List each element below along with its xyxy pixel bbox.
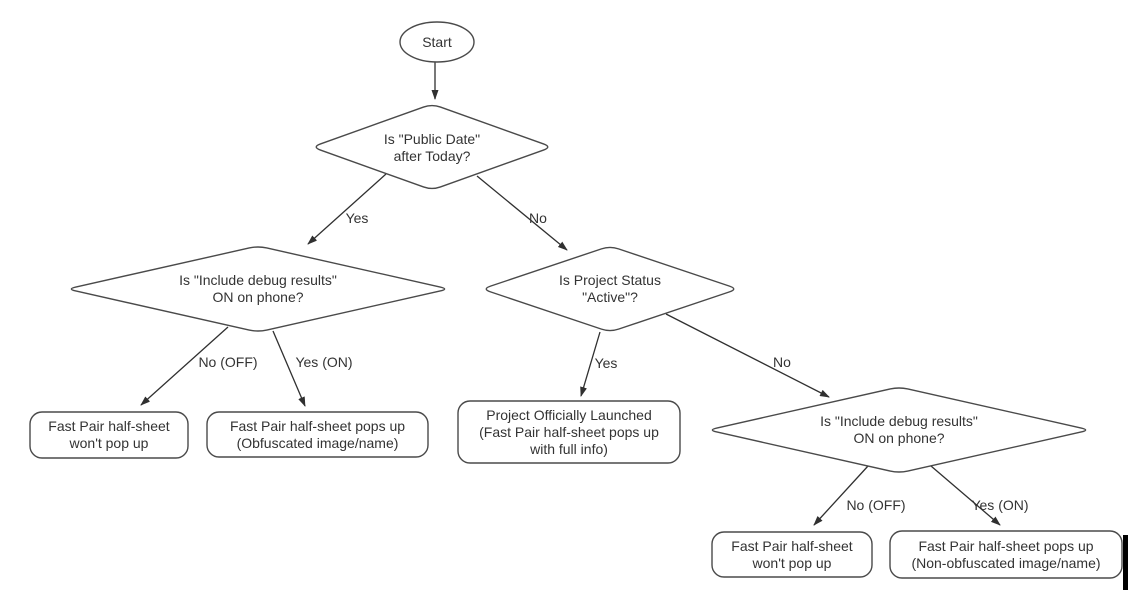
edge-debug-right-no bbox=[813, 465, 869, 526]
edge-debug-right-yes bbox=[930, 465, 1001, 526]
edge-project-status-yes bbox=[580, 331, 601, 397]
edge-public-date-yes bbox=[307, 173, 387, 245]
public-date-decision-shape bbox=[315, 104, 549, 190]
start-terminal-shape bbox=[399, 21, 475, 63]
edge-public-date-no bbox=[476, 175, 568, 251]
result-launched-shape bbox=[457, 400, 681, 464]
debug-left-decision-shape bbox=[70, 246, 446, 332]
project-status-decision-shape bbox=[485, 246, 735, 332]
debug-right-decision-shape bbox=[711, 387, 1087, 473]
result-non-obfuscated-shape bbox=[889, 530, 1123, 579]
edge-debug-left-yes bbox=[272, 330, 306, 407]
edge-project-status-no bbox=[665, 313, 830, 398]
result-obfuscated-shape bbox=[206, 411, 429, 458]
edge-debug-left-no bbox=[140, 326, 229, 406]
text-cursor-artifact bbox=[1123, 535, 1128, 590]
result-no-popup-left-shape bbox=[29, 411, 189, 459]
result-no-popup-right-shape bbox=[711, 531, 873, 578]
